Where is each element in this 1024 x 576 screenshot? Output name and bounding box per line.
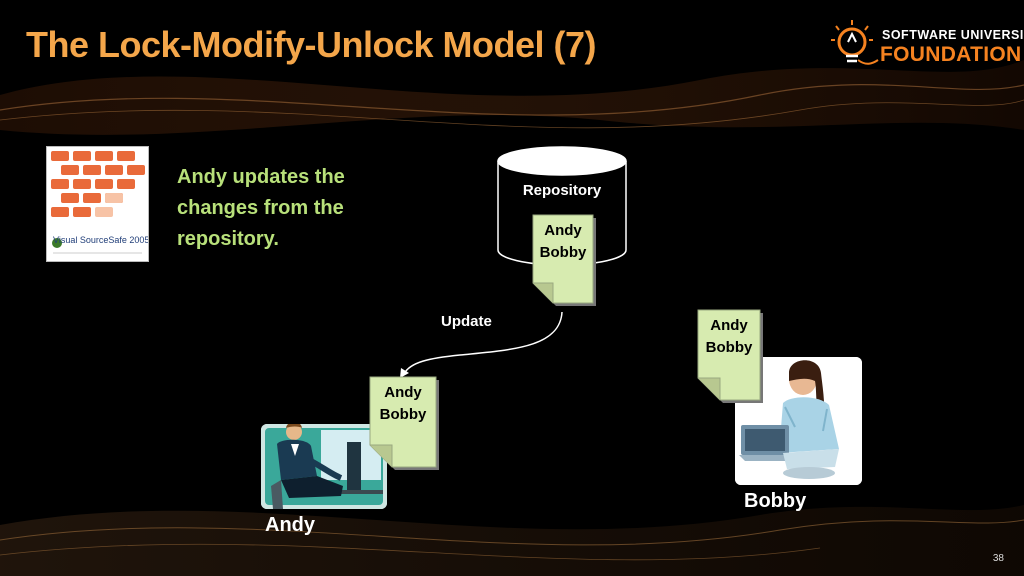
andy-name: Andy — [265, 514, 315, 536]
bobby-doc-line1: Andy — [710, 317, 748, 334]
andy-computer-illustration — [261, 424, 387, 509]
bobby-doc-line2: Bobby — [705, 339, 753, 356]
document-shape — [369, 376, 439, 470]
software-university-logo: SOFTWARE UNIVERSITY FOUNDATION — [828, 16, 1024, 80]
repository-doc-line2: Bobby — [539, 244, 587, 261]
lightbulb-icon — [831, 20, 879, 65]
logo-top-text: SOFTWARE UNIVERSITY — [882, 28, 1024, 42]
visual-sourcesafe-label: Visual SourceSafe 2005 — [53, 235, 149, 245]
visual-sourcesafe-box: Visual SourceSafe 2005 — [46, 146, 149, 262]
andy-document: Andy Bobby — [369, 376, 441, 472]
document-shape — [532, 214, 596, 306]
page-number: 38 — [992, 553, 1004, 564]
andy-doc-line1: Andy — [384, 384, 422, 401]
repository-doc-line1: Andy — [544, 222, 582, 239]
andy-picture — [261, 424, 387, 509]
slide-title: The Lock-Modify-Unlock Model (7) — [26, 24, 597, 65]
bobby-name: Bobby — [744, 490, 807, 512]
description-text: Andy updates the changes from the reposi… — [177, 166, 345, 250]
repository-label: Repository — [522, 182, 602, 199]
update-arrow — [400, 311, 563, 378]
brick-pattern — [47, 147, 148, 261]
repository-document: Andy Bobby — [532, 214, 598, 308]
update-label: Update — [441, 313, 492, 330]
document-shape — [697, 309, 763, 403]
andy-doc-line2: Bobby — [379, 406, 427, 423]
bobby-document: Andy Bobby — [697, 309, 765, 405]
logo-bottom-text: FOUNDATION — [880, 43, 1022, 66]
